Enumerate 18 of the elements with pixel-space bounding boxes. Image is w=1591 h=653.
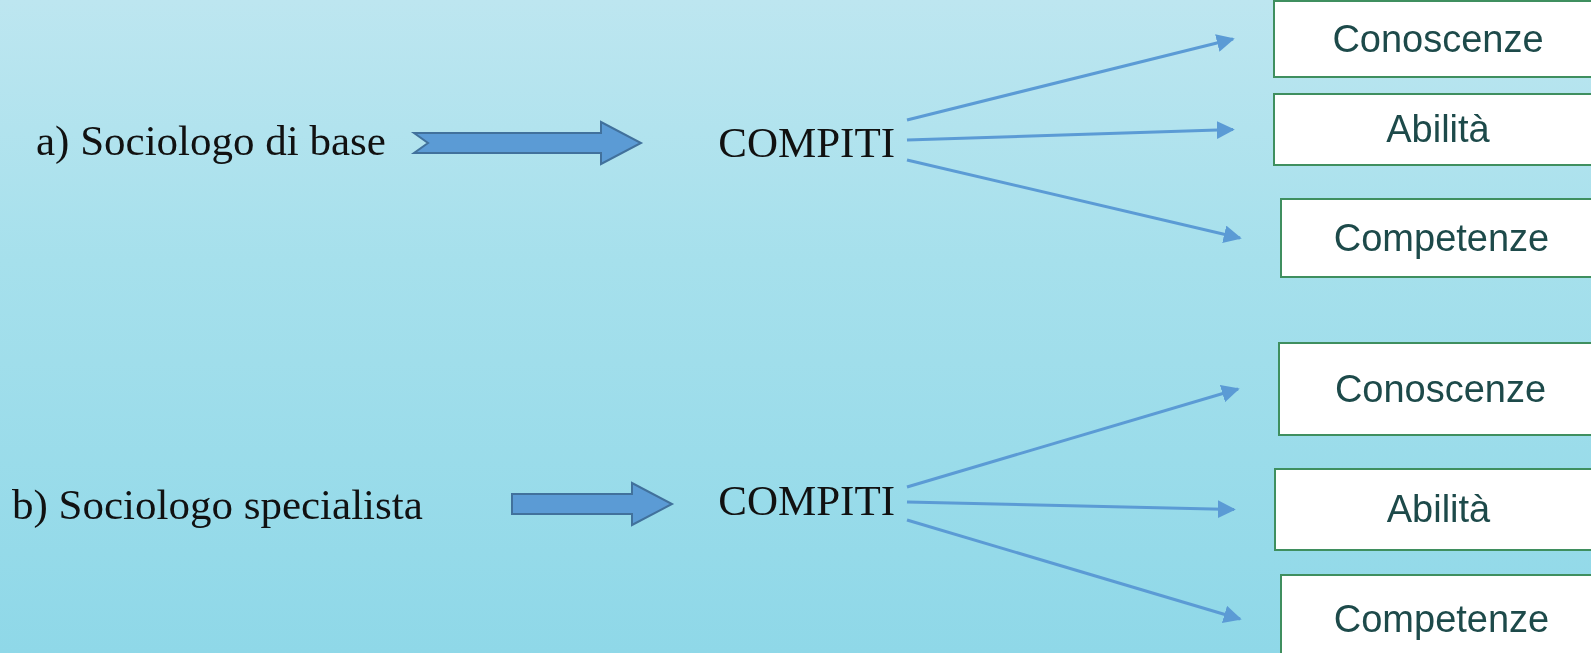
- term-box: Competenze: [1280, 198, 1591, 278]
- arrow: [906, 518, 1242, 623]
- arrow: [906, 384, 1240, 489]
- term-box: Abilità: [1273, 93, 1591, 166]
- term-box: Conoscenze: [1273, 0, 1591, 78]
- term-box: Abilità: [1274, 468, 1591, 551]
- label-text: COMPITI: [700, 474, 895, 526]
- arrow: [906, 500, 1236, 519]
- arrow: [906, 34, 1235, 122]
- arrow: [906, 121, 1235, 142]
- label-text: b) Sociologo specialista: [12, 478, 462, 530]
- block-arrow: [410, 120, 644, 166]
- term-box: Competenze: [1280, 574, 1591, 653]
- block-arrow: [511, 481, 675, 527]
- label-text: COMPITI: [700, 116, 895, 168]
- label-text: a) Sociologo di base: [36, 114, 408, 166]
- term-box: Conoscenze: [1278, 342, 1591, 436]
- arrow: [906, 158, 1242, 244]
